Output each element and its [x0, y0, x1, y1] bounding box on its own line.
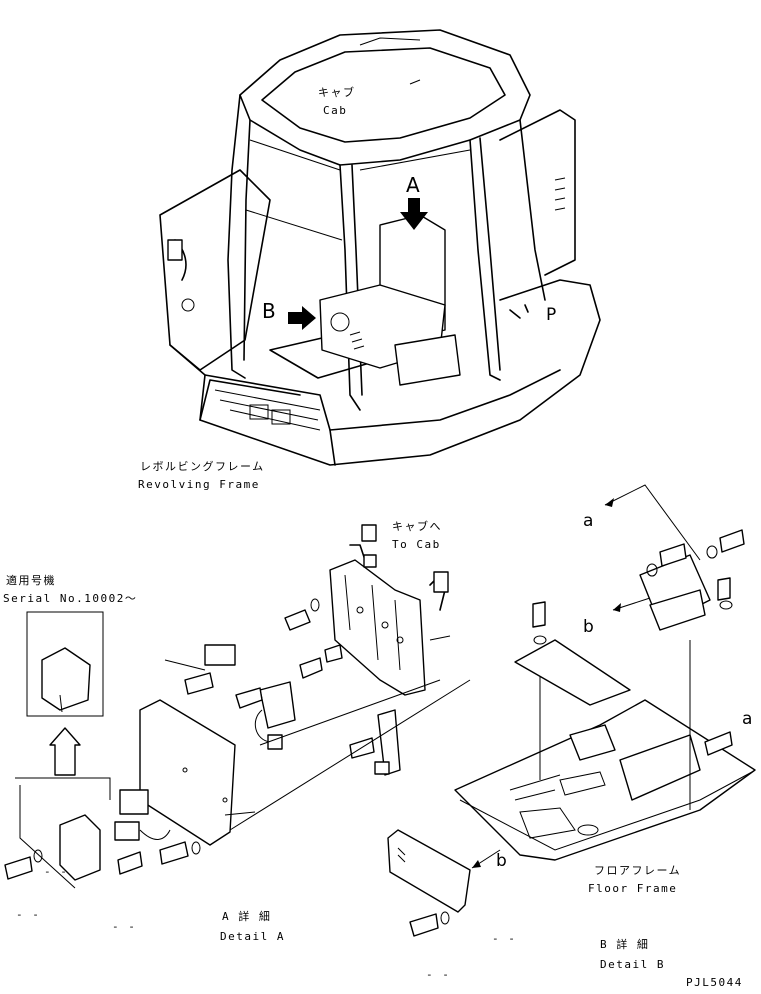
revolving-frame-label-jp: レボルビングフレーム	[140, 459, 265, 473]
to-cab-label-jp: キャブへ	[392, 519, 442, 533]
ref-a-top: a	[583, 511, 593, 531]
detail-b-assembly	[387, 484, 756, 937]
serial-label-en: Serial No.10002～	[3, 592, 137, 605]
dash-mark-5: - -	[44, 865, 68, 878]
dash-mark-1: - -	[16, 908, 40, 921]
cab-label-en: Cab	[323, 104, 347, 117]
revolving-frame-label-en: Revolving Frame	[138, 478, 260, 491]
cab-label-jp: キャブ	[318, 85, 356, 99]
serial-label-jp: 適用号機	[6, 573, 56, 587]
detail-a-label-en: Detail A	[220, 930, 285, 943]
view-b-label: B	[262, 299, 276, 323]
dash-mark-3: - -	[492, 932, 516, 945]
detail-b-label-jp: B 詳 細	[600, 937, 649, 951]
view-a-arrow: A	[400, 173, 428, 230]
ref-b-bottom: b	[496, 851, 507, 871]
view-b-arrow: B	[262, 299, 316, 330]
drawing-number: PJL5044	[686, 976, 743, 989]
detail-a-label-jp: A 詳 細	[222, 909, 271, 923]
dash-mark-4: - -	[426, 968, 450, 981]
dash-mark-2: - -	[112, 920, 136, 933]
revolving-frame	[159, 169, 601, 466]
view-a-label: A	[406, 173, 420, 197]
detail-a-assembly	[4, 524, 471, 889]
detail-b-label-en: Detail B	[600, 958, 665, 971]
p-mark: P	[546, 305, 556, 325]
cab-structure	[227, 29, 576, 411]
floor-frame-label-en: Floor Frame	[588, 882, 677, 895]
floor-frame-label-jp: フロアフレーム	[594, 864, 681, 877]
ref-b-right: b	[583, 617, 594, 637]
to-cab-label-en: To Cab	[392, 538, 441, 551]
ref-a-right: a	[742, 709, 752, 729]
